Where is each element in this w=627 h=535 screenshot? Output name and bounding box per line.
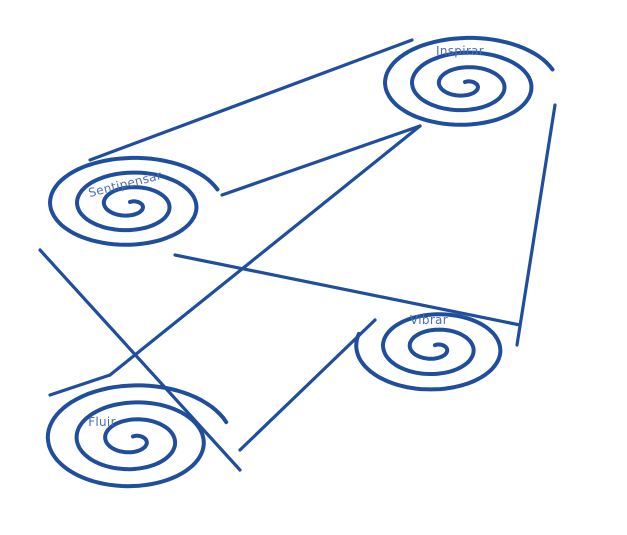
connector-line [50, 375, 110, 395]
label-fluir: Fluir [88, 415, 116, 429]
spiral-node-fluir: Fluir [48, 385, 226, 486]
connector-line [517, 105, 555, 345]
spiral-node-vibrar: Vibrar [356, 313, 500, 389]
connector-line [110, 126, 420, 375]
label-vibrar: Vibrar [410, 313, 448, 327]
spiral-node-inspirar: Inspirar [385, 38, 553, 125]
connector-line [175, 255, 520, 325]
spiral-node-sentipensar: Sentipensar [50, 158, 218, 245]
spiral-curve [48, 385, 226, 486]
spiral-sentipensar-icon [50, 158, 218, 245]
spiral-curve [50, 158, 218, 245]
connector-line [90, 40, 412, 160]
connector-line [240, 320, 375, 450]
connector-line [222, 126, 420, 195]
spiral-fluir-icon [48, 385, 226, 486]
label-inspirar: Inspirar [436, 44, 484, 58]
